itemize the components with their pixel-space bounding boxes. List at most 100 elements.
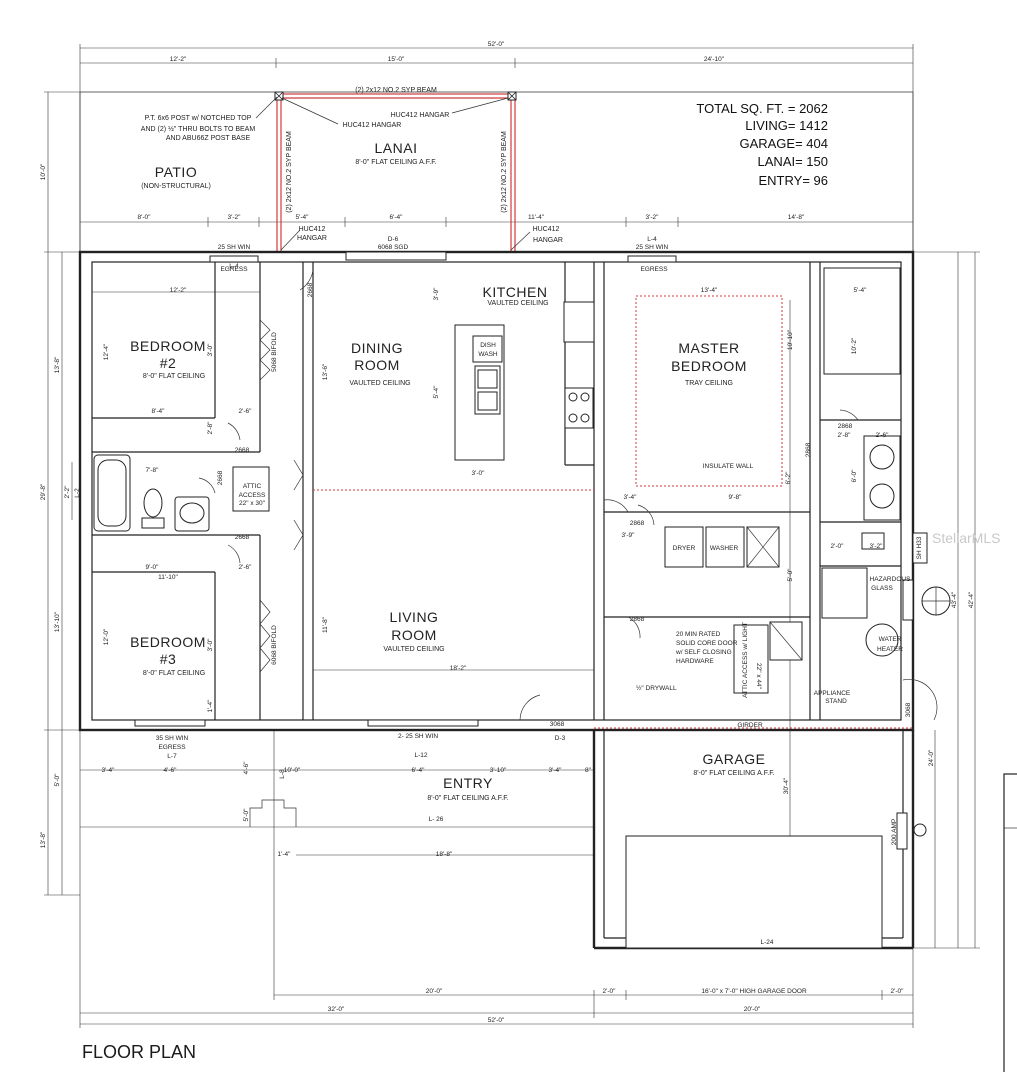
note: 3068 — [905, 702, 912, 717]
dim-label: 30'-4" — [783, 777, 790, 794]
room-living: LIVING — [390, 609, 439, 625]
dim-label: 2'-0" — [603, 988, 617, 995]
dim-label: 4'-6" — [243, 761, 250, 775]
note: 2868 — [630, 616, 645, 623]
hangar-note-4b: HANGAR — [533, 237, 563, 244]
note: HAZARDOUS — [870, 576, 911, 583]
lanai-sqft: LANAI= 150 — [758, 154, 828, 169]
note: DISH — [480, 342, 496, 349]
room-master: MASTER — [678, 340, 739, 356]
dim-label: 6'-4" — [412, 767, 426, 774]
room-dining-sub: VAULTED CEILING — [349, 380, 410, 387]
interior-dims: 12'-2" 12'-4" 8'-4" 2'-6" 2'-8" 3'-0" 7'… — [92, 287, 889, 712]
note: APPLIANCE — [814, 690, 851, 697]
note: L-8 — [279, 769, 286, 779]
note: 2868 — [630, 520, 645, 527]
note: EGRESS — [640, 266, 668, 273]
note: 6068 SGD — [378, 244, 409, 251]
plan-notes: L-4 25 SH WIN EGRESS L-4 25 SH WIN EGRES… — [74, 236, 923, 946]
room-patio-sub: (NON-STRUCTURAL) — [141, 183, 211, 190]
dim-label: 29'-8" — [40, 483, 47, 500]
dim-label: 2'-6" — [239, 408, 253, 415]
room-garage: GARAGE — [703, 751, 766, 767]
room-kitchen: KITCHEN — [483, 284, 548, 300]
garage-sqft: GARAGE= 404 — [739, 136, 828, 151]
hall-bath-fixtures — [93, 454, 270, 532]
dimension-labels: 52'-0" 12'-2" 15'-0" 24'-10" 8'-0" 3'-2"… — [40, 41, 975, 1024]
door-swings — [198, 269, 938, 721]
windows — [134, 251, 914, 727]
post-note-2: AND (2) ½" THRU BOLTS TO BEAM — [141, 125, 256, 133]
note: 2- 25 SH WIN — [398, 733, 438, 740]
note: ACCESS — [239, 492, 266, 499]
post-note-1: P.T. 6x6 POST w/ NOTCHED TOP — [145, 115, 252, 122]
exterior-walls — [78, 250, 915, 950]
note: HARDWARE — [676, 658, 714, 665]
note: 25 SH WIN — [218, 244, 251, 251]
dim-label: 6'-2" — [785, 471, 792, 485]
dim-label: 3'-2" — [870, 543, 884, 550]
dim-label: 3'-0" — [207, 638, 214, 652]
room-dining-2: ROOM — [354, 357, 400, 373]
dim-label: 2'-2" — [64, 485, 71, 499]
room-lanai: LANAI — [375, 140, 418, 156]
note: 2668 — [235, 534, 250, 541]
dim-label: 5'-4" — [433, 385, 440, 399]
room-master-2: BEDROOM — [671, 358, 747, 374]
note: 2868 — [805, 442, 812, 457]
room-entry-sub: 8'-0" FLAT CEILING A.F.F. — [427, 795, 508, 802]
post-note-3: AND ABU66Z POST BASE — [166, 135, 251, 142]
note: D-6 — [388, 236, 399, 243]
note: GLASS — [871, 585, 893, 592]
beam-label-right: (2) 2x12 NO.2 SYP BEAM — [501, 131, 508, 213]
room-bedroom3-num: #3 — [160, 651, 177, 667]
dim-label: 2'-8" — [838, 432, 852, 439]
dim-label: 8'-4" — [152, 408, 166, 415]
dim-label: 43'-4" — [951, 591, 958, 608]
dim-label: 8" — [585, 767, 592, 774]
dim-label: 10'-0" — [40, 163, 47, 180]
interior-walls — [92, 262, 901, 720]
dim-label: 5'-4" — [854, 287, 868, 294]
note: EGRESS — [158, 744, 186, 751]
note: ½" DRYWALL — [636, 684, 677, 692]
note: L-4 — [229, 263, 239, 270]
note: w/ SELF CLOSING — [675, 649, 732, 656]
dim-label: 14'-8" — [788, 214, 805, 221]
note: 200 AMP — [891, 819, 898, 845]
note: L-24 — [760, 939, 773, 946]
living-sqft: LIVING= 1412 — [745, 118, 828, 133]
dim-label: 18'-8" — [436, 851, 453, 858]
dim-label: 12'-0" — [103, 628, 110, 645]
room-living-sub: VAULTED CEILING — [383, 646, 444, 653]
dim-label: 8'-0" — [138, 214, 152, 221]
room-living-2: ROOM — [391, 627, 437, 643]
hangar-note-3b: HANGAR — [297, 235, 327, 242]
dim-label: 5'-0" — [243, 808, 250, 822]
mechanical — [865, 532, 951, 850]
note: L-4 — [647, 236, 657, 243]
dim-label: 10'-2" — [851, 337, 858, 354]
bifold-closets — [259, 319, 271, 673]
dim-label: 2'-0" — [831, 543, 845, 550]
note: DRYER — [673, 545, 696, 552]
dim-label: 2'-8" — [207, 421, 214, 435]
total-sqft: TOTAL SQ. FT. = 2062 — [696, 101, 828, 116]
dim-label: 13'-10" — [54, 611, 61, 632]
note: WASH — [478, 351, 498, 358]
dim-label: 3'-2" — [228, 214, 242, 221]
plan-title: FLOOR PLAN — [82, 1042, 196, 1062]
dim-label: 9'-0" — [146, 564, 160, 571]
entry-steps — [249, 799, 297, 827]
note: 2668 — [307, 282, 314, 297]
note: SOLID CORE DOOR — [676, 640, 738, 647]
dim-label: 52'-0" — [488, 1017, 505, 1024]
dim-label: 13'-8" — [40, 831, 47, 848]
dim-label: 3'-4" — [549, 767, 563, 774]
dim-label: 12'-2" — [170, 56, 187, 63]
dim-label: 20'-0" — [744, 1006, 761, 1013]
dim-label: 32'-0" — [328, 1006, 345, 1013]
dim-label: 24'-0" — [928, 749, 935, 766]
dim-label: 3'-0" — [207, 343, 214, 357]
